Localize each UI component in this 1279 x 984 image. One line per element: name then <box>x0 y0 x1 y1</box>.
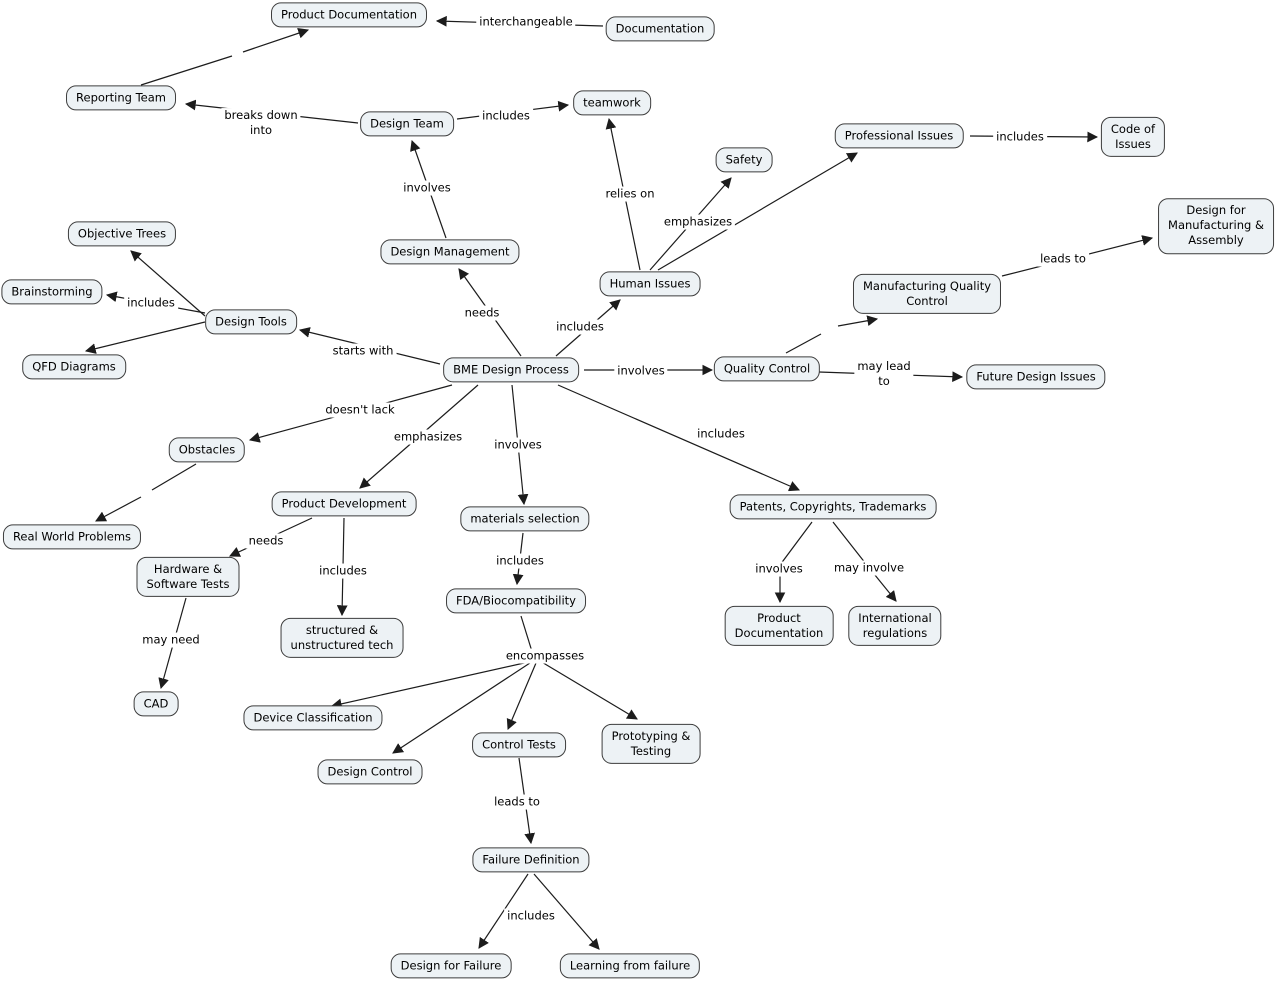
node-product-documentation-2[interactable]: Product Documentation <box>724 605 834 647</box>
edge-label-hardware-software-tests-to-cad[interactable]: may need <box>139 632 203 648</box>
node-control-tests[interactable]: Control Tests <box>472 732 566 758</box>
edge-obstacles-to-real-world-problems-b <box>95 496 142 522</box>
edge-label-design-team-to-reporting-team[interactable]: breaks down into <box>221 108 301 138</box>
edge-label-control-tests-to-failure-definition[interactable]: leads to <box>491 794 543 810</box>
node-international-regulations[interactable]: International regulations <box>848 605 942 647</box>
node-prototyping-testing[interactable]: Prototyping & Testing <box>601 723 701 765</box>
node-objective-trees[interactable]: Objective Trees <box>67 221 177 247</box>
node-teamwork[interactable]: teamwork <box>573 90 651 116</box>
node-obstacles[interactable]: Obstacles <box>168 437 246 463</box>
edge-bme-to-patents <box>557 384 800 492</box>
edge-human-issues-to-professional-issues <box>657 152 858 271</box>
node-design-team[interactable]: Design Team <box>360 111 454 137</box>
node-qfd-diagrams[interactable]: QFD Diagrams <box>22 354 126 380</box>
edge-reporting-team-to-product-documentation-b <box>242 28 310 53</box>
node-design-management[interactable]: Design Management <box>380 239 520 265</box>
edge-failure-definition-to-design-for-failure <box>478 873 529 949</box>
node-design-tools[interactable]: Design Tools <box>205 309 297 335</box>
edge-obstacles-to-real-world-problems-a <box>151 463 197 491</box>
node-real-world-problems[interactable]: Real World Problems <box>2 524 142 550</box>
node-design-control[interactable]: Design Control <box>317 759 423 785</box>
edge-label-product-development-to-hardware-software-tests[interactable]: needs <box>245 533 287 549</box>
node-learning-from-failure[interactable]: Learning from failure <box>559 953 701 979</box>
edge-label-design-team-to-teamwork[interactable]: includes <box>479 108 533 124</box>
edge-reporting-team-to-product-documentation-a <box>140 55 233 86</box>
edge-label-bme-to-design-management[interactable]: needs <box>461 305 503 321</box>
edge-label-human-issues-to-safety[interactable]: emphasizes <box>660 214 736 230</box>
node-product-documentation[interactable]: Product Documentation <box>271 2 427 28</box>
node-design-for-failure[interactable]: Design for Failure <box>390 953 512 979</box>
node-patents-copyrights-trademarks[interactable]: Patents, Copyrights, Trademarks <box>729 494 937 520</box>
edge-label-bme-to-product-development[interactable]: emphasizes <box>390 429 466 445</box>
node-cad[interactable]: CAD <box>133 691 179 717</box>
edge-failure-definition-to-learning-from-failure <box>533 873 600 950</box>
node-reporting-team[interactable]: Reporting Team <box>66 85 176 111</box>
edge-label-patents-to-product-documentation-2[interactable]: involves <box>752 561 806 577</box>
node-materials-selection[interactable]: materials selection <box>460 506 590 532</box>
node-bme-design-process[interactable]: BME Design Process <box>443 357 579 383</box>
edge-label-materials-selection-to-fda[interactable]: includes <box>493 553 547 569</box>
edge-quality-control-to-manufacturing-quality-control-b <box>837 315 879 327</box>
edge-label-documentation-to-product-documentation[interactable]: interchangeable <box>476 14 576 30</box>
edge-design-tools-to-qfd-diagrams <box>84 321 206 354</box>
node-human-issues[interactable]: Human Issues <box>599 271 701 297</box>
node-fda-biocompatibility[interactable]: FDA/Biocompatibility <box>446 588 586 614</box>
edge-label-patents-to-international-regulations[interactable]: may involve <box>830 560 908 576</box>
edge-label-bme-to-obstacles[interactable]: doesn't lack <box>322 402 398 418</box>
edge-label-bme-to-patents[interactable]: includes <box>694 426 748 442</box>
node-future-design-issues[interactable]: Future Design Issues <box>966 364 1106 390</box>
edge-label-manufacturing-quality-control-to-design-for-manufacturing[interactable]: leads to <box>1037 251 1089 267</box>
edge-fda-to-device-classification <box>330 660 534 710</box>
edge-design-tools-to-objective-trees <box>130 250 206 317</box>
node-manufacturing-quality-control[interactable]: Manufacturing Quality Control <box>852 273 1002 315</box>
node-brainstorming[interactable]: Brainstorming <box>1 279 103 305</box>
edge-fda-to-prototyping-testing <box>539 660 638 720</box>
node-documentation[interactable]: Documentation <box>605 16 715 42</box>
node-design-for-manufacturing-assembly[interactable]: Design for Manufacturing & Assembly <box>1158 198 1274 254</box>
node-quality-control[interactable]: Quality Control <box>713 356 821 382</box>
edge-label-design-management-to-design-team[interactable]: involves <box>400 180 454 196</box>
node-safety[interactable]: Safety <box>715 147 773 173</box>
node-product-development[interactable]: Product Development <box>271 491 417 517</box>
edge-label-failure-definition-to-design-for-failure[interactable]: includes <box>504 908 558 924</box>
edge-label-quality-control-to-future-design-issues[interactable]: may lead to <box>854 359 914 389</box>
node-professional-issues[interactable]: Professional Issues <box>834 123 964 149</box>
edge-label-human-issues-to-teamwork[interactable]: relies on <box>602 186 658 202</box>
edge-label-professional-issues-to-code-of-issues[interactable]: includes <box>993 129 1047 145</box>
node-device-classification[interactable]: Device Classification <box>243 705 383 731</box>
edge-label-design-tools-to-objective-trees[interactable]: includes <box>124 295 178 311</box>
edge-quality-control-to-manufacturing-quality-control-a <box>785 333 822 354</box>
edge-label-bme-to-human-issues[interactable]: includes <box>553 319 607 335</box>
edge-label-bme-to-quality-control[interactable]: involves <box>614 363 668 379</box>
node-hardware-software-tests[interactable]: Hardware & Software Tests <box>136 556 240 598</box>
edge-label-fda-to-encompasses-hub[interactable]: encompasses <box>502 648 588 664</box>
node-failure-definition[interactable]: Failure Definition <box>472 847 590 873</box>
edge-fda-to-control-tests <box>506 662 537 730</box>
edge-label-bme-to-materials-selection[interactable]: involves <box>491 437 545 453</box>
node-code-of-issues[interactable]: Code of Issues <box>1100 116 1166 158</box>
edge-label-bme-to-design-tools[interactable]: starts with <box>329 343 397 359</box>
edge-label-product-development-to-structured-unstructured[interactable]: includes <box>316 563 370 579</box>
node-structured-unstructured-tech[interactable]: structured & unstructured tech <box>280 617 404 659</box>
edge-fda-to-design-control <box>392 660 534 754</box>
